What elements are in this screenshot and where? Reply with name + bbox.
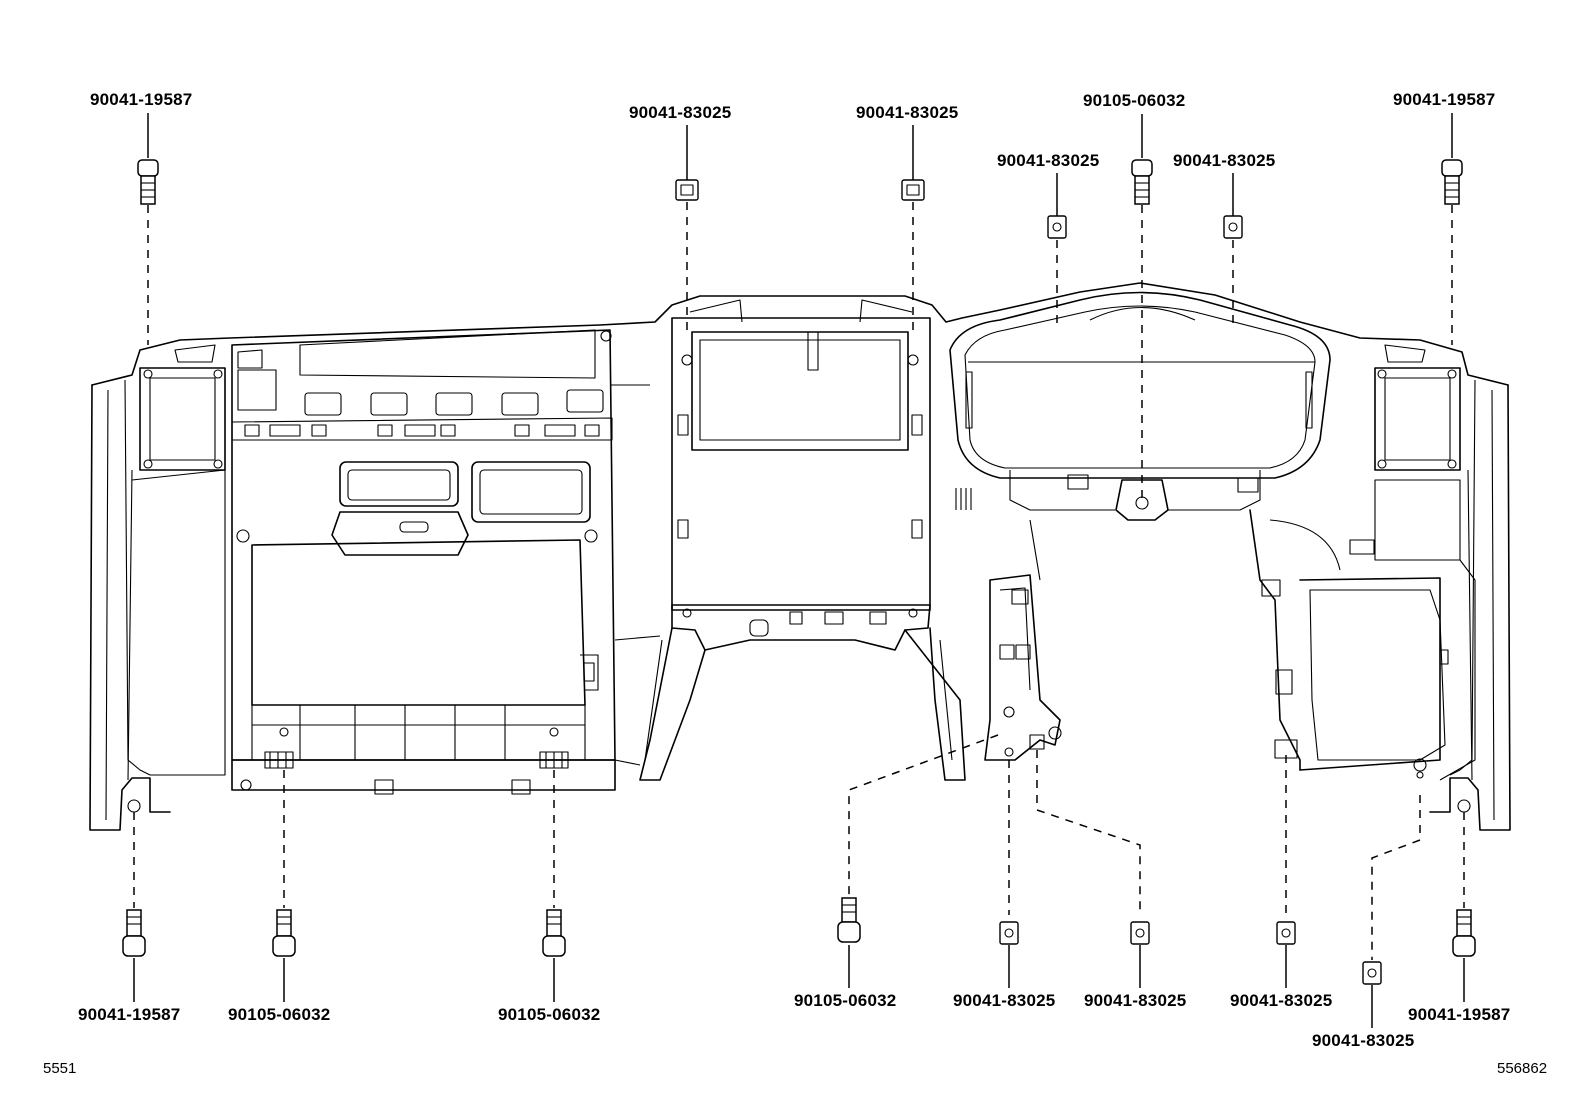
clip-nut-icon-bottom-5[interactable]: [999, 921, 1019, 945]
label-bottom-2[interactable]: 90105-06032: [228, 1005, 330, 1024]
grille-icon: [955, 488, 972, 510]
clip-nut-icon-bottom-8[interactable]: [1362, 961, 1382, 985]
clip-nut-icon-top-1[interactable]: [675, 179, 699, 201]
bolt-icon-top-left[interactable]: [137, 159, 159, 205]
part-labels: 90041-19587 90041-83025 90041-83025 9010…: [43, 90, 1547, 1077]
clip-nut-icon-top-2[interactable]: [901, 179, 925, 201]
illustration-number: 556862: [1497, 1060, 1547, 1077]
clip-nut-icon-top-3[interactable]: [1047, 215, 1067, 239]
label-top-2[interactable]: 90041-83025: [629, 103, 731, 122]
bolt-icon-bottom-3[interactable]: [542, 909, 566, 957]
label-top-6[interactable]: 90041-83025: [1173, 151, 1275, 170]
label-bottom-1[interactable]: 90041-19587: [78, 1005, 180, 1024]
label-bottom-5[interactable]: 90041-83025: [953, 991, 1055, 1010]
clip-nut-icon-top-4[interactable]: [1223, 215, 1243, 239]
label-top-7[interactable]: 90041-19587: [1393, 90, 1495, 109]
bolt-icon-top-right[interactable]: [1441, 159, 1463, 205]
label-top-3[interactable]: 90041-83025: [856, 103, 958, 122]
leader-lines: [133, 113, 1465, 1028]
label-top-4[interactable]: 90105-06032: [1083, 91, 1185, 110]
bolt-icon-top-center[interactable]: [1131, 159, 1153, 205]
label-bottom-3[interactable]: 90105-06032: [498, 1005, 600, 1024]
bolt-icon-bottom-2[interactable]: [272, 909, 296, 957]
label-bottom-8[interactable]: 90041-83025: [1312, 1031, 1414, 1050]
instrument-panel-assembly: [89, 282, 1511, 831]
label-bottom-9[interactable]: 90041-19587: [1408, 1005, 1510, 1024]
label-top-1[interactable]: 90041-19587: [90, 90, 192, 109]
clip-nut-icon-bottom-6[interactable]: [1130, 921, 1150, 945]
clip-nut-icon-bottom-7[interactable]: [1276, 921, 1296, 945]
attachment-dashed-lines: [133, 202, 1465, 960]
page-code-left: 5551: [43, 1060, 76, 1077]
label-bottom-6[interactable]: 90041-83025: [1084, 991, 1186, 1010]
label-bottom-7[interactable]: 90041-83025: [1230, 991, 1332, 1010]
label-bottom-4[interactable]: 90105-06032: [794, 991, 896, 1010]
bolt-icon-bottom-1[interactable]: [122, 909, 146, 957]
fasteners: [122, 159, 1476, 985]
bolt-icon-bottom-4[interactable]: [837, 897, 861, 943]
bolt-icon-bottom-9[interactable]: [1452, 909, 1476, 957]
label-top-5[interactable]: 90041-83025: [997, 151, 1099, 170]
